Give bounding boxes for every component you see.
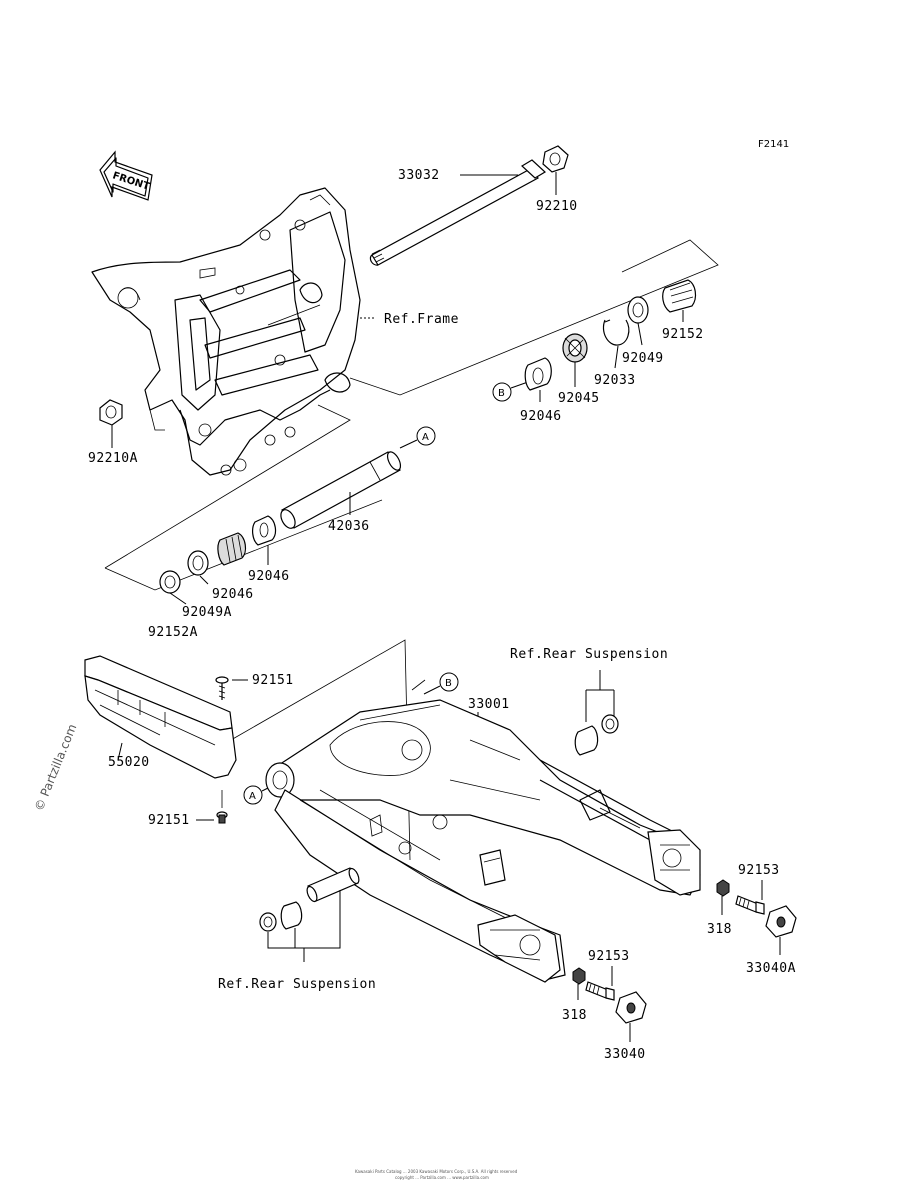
label-92152A: 92152A	[148, 625, 198, 640]
footer-line-1: Kawasaki Parts Catalog ... 2003 Kawasaki…	[355, 1169, 518, 1174]
marker-a-upper: A	[416, 426, 436, 446]
label-92049A: 92049A	[182, 605, 232, 620]
nut-318-bottom	[572, 967, 586, 985]
bushing-92046-upper	[524, 357, 552, 391]
label-92033: 92033	[594, 373, 636, 388]
label-92210A: 92210A	[88, 451, 138, 466]
label-318-right: 318	[707, 922, 732, 937]
frame-drawing	[91, 187, 361, 476]
marker-a-lower: A	[243, 785, 263, 805]
label-92153-bottom: 92153	[588, 949, 630, 964]
label-92046-upper: 92046	[520, 409, 562, 424]
marker-a-lower-text: A	[249, 791, 256, 802]
screw-92151-bottom	[216, 790, 228, 824]
bearing-92046-needle	[217, 532, 247, 566]
bolt-92153-right	[735, 895, 765, 915]
seal-92049	[627, 296, 649, 324]
bushing-rear-suspension-top	[574, 714, 619, 756]
marker-a-upper-text: A	[422, 432, 429, 443]
screw-92151-top	[215, 676, 229, 700]
bushings-rear-suspension-bottom	[259, 867, 360, 932]
label-92045: 92045	[558, 391, 600, 406]
label-33040: 33040	[604, 1047, 646, 1062]
bushing-92046-right	[252, 515, 277, 546]
swingarm-33001	[265, 699, 701, 983]
label-92153-right: 92153	[738, 863, 780, 878]
label-92046-left: 92046	[212, 587, 254, 602]
marker-b-upper-text: B	[498, 388, 505, 399]
pivot-assembly-box-upper	[267, 239, 719, 396]
pivot-assembly-box-lower	[104, 404, 383, 591]
label-92151-top: 92151	[252, 673, 294, 688]
footer-line-2: copyright ... Partzilla.com ... www.part…	[395, 1175, 489, 1180]
label-92049: 92049	[622, 351, 664, 366]
label-55020: 55020	[108, 755, 150, 770]
circlip-92033	[602, 319, 630, 346]
marker-b-lower: B	[439, 672, 459, 692]
label-92151-bottom: 92151	[148, 813, 190, 828]
label-33001: 33001	[468, 697, 510, 712]
label-318-bottom: 318	[562, 1008, 587, 1023]
marker-b-lower-text: B	[445, 678, 452, 689]
nut-92210A	[99, 399, 123, 426]
label-92210: 92210	[536, 199, 578, 214]
nut-92210	[542, 145, 569, 173]
cap-92152	[662, 279, 697, 313]
label-33032: 33032	[398, 168, 440, 183]
ref-rear-suspension-bottom: Ref.Rear Suspension	[218, 977, 376, 992]
bearing-92045	[562, 333, 588, 363]
label-92046-right: 92046	[248, 569, 290, 584]
pivot-shaft-33032	[369, 159, 546, 266]
bolt-92153-bottom	[585, 981, 615, 1001]
front-arrow-icon: FRONT	[99, 150, 153, 201]
marker-b-upper: B	[492, 382, 512, 402]
cap-92152A	[159, 570, 181, 594]
sleeve-42036	[280, 451, 402, 529]
nut-318-right	[716, 879, 730, 897]
figure-code: F2141	[758, 139, 789, 150]
chain-guard-55020	[84, 655, 237, 779]
watermark: © Partzilla.com	[32, 722, 80, 813]
label-42036: 42036	[328, 519, 370, 534]
block-33040	[615, 991, 647, 1024]
block-33040A	[765, 905, 797, 938]
label-92152: 92152	[662, 327, 704, 342]
ref-rear-suspension-top: Ref.Rear Suspension	[510, 647, 668, 662]
label-33040A: 33040A	[746, 961, 796, 976]
seal-92046-left	[187, 550, 209, 576]
ref-frame-label: Ref.Frame	[384, 312, 459, 327]
